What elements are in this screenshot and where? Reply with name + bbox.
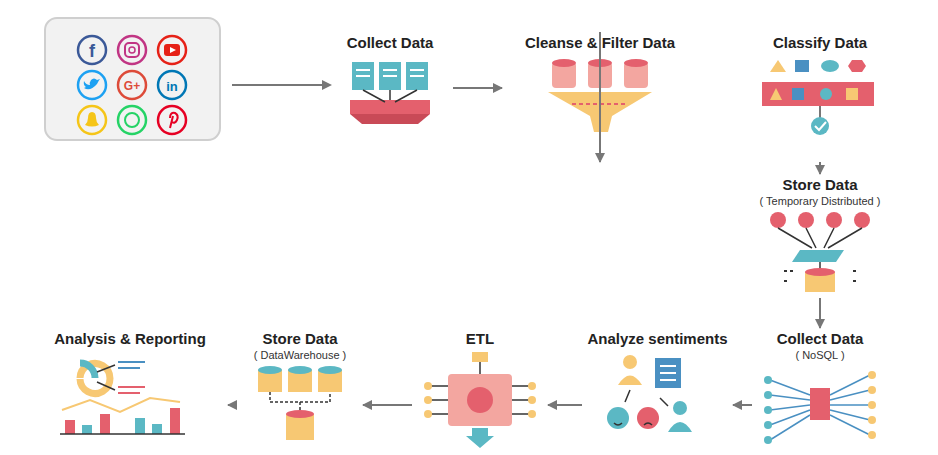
warehouse-icon <box>258 366 342 440</box>
nosql-step: Collect Data( NoSQL ) <box>756 330 884 448</box>
facebook-glyph: f <box>89 42 95 60</box>
flow-arrow <box>819 298 821 328</box>
flow-arrow <box>599 32 601 162</box>
nosql-icon <box>764 371 876 444</box>
social-panel <box>45 18 220 140</box>
step-subtitle: ( DataWarehouse ) <box>241 348 359 362</box>
classify-step: Classify Data <box>756 34 884 160</box>
flow-arrow <box>363 404 412 406</box>
report-step: Analysis & Reporting <box>36 330 224 440</box>
warehouse-step: Store Data( DataWarehouse ) <box>241 330 359 445</box>
distributed-store-icon <box>770 212 870 292</box>
flow-arrow <box>228 404 237 406</box>
report-icon <box>60 362 185 434</box>
flow-arrow <box>453 87 502 89</box>
classify-icon <box>762 60 874 135</box>
step-title: Analysis & Reporting <box>36 330 224 348</box>
social-icons <box>78 36 186 134</box>
etl-icon <box>424 352 536 448</box>
cleanse-step: Cleanse & Filter Data <box>506 34 694 134</box>
step-title: Store Data <box>731 176 909 194</box>
step-subtitle: ( Temporary Distributed ) <box>731 194 909 208</box>
step-title: Collect Data <box>756 330 884 348</box>
documents-icon <box>350 62 430 124</box>
step-title: Classify Data <box>756 34 884 52</box>
sentiment-step: Analyze sentiments <box>586 330 729 445</box>
step-title: Cleanse & Filter Data <box>506 34 694 52</box>
googleplus-glyph: G+ <box>124 80 140 92</box>
step-title: Store Data <box>241 330 359 348</box>
step-title: ETL <box>416 330 544 348</box>
flow-arrow <box>548 404 582 406</box>
sentiment-icon <box>607 355 692 432</box>
etl-step: ETL <box>416 330 544 450</box>
collect-step: Collect Data <box>331 34 449 134</box>
step-title: Collect Data <box>331 34 449 52</box>
step-title: Analyze sentiments <box>586 330 729 348</box>
flow-arrow <box>819 162 821 174</box>
flow-arrow <box>733 404 752 406</box>
step-subtitle: ( NoSQL ) <box>756 348 884 362</box>
store-step: Store Data( Temporary Distributed ) <box>731 176 909 296</box>
linkedin-glyph: in <box>166 80 178 93</box>
